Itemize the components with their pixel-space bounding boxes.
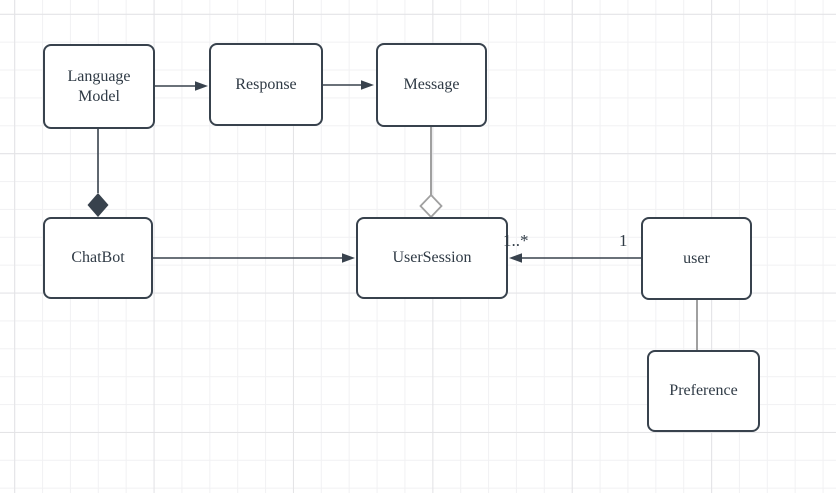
edge-message-usersession-aggregation[interactable]: [419, 127, 443, 219]
node-label: Response: [235, 75, 297, 93]
node-label: Language Model: [67, 67, 131, 105]
node-label: user: [683, 249, 710, 267]
edge-language-model-to-response[interactable]: [155, 81, 208, 91]
node-chatbot[interactable]: ChatBot: [43, 217, 153, 299]
multiplicity-label-source[interactable]: 1: [619, 231, 628, 250]
edge-chatbot-to-usersession[interactable]: [153, 253, 355, 263]
edge-response-to-message[interactable]: [323, 80, 374, 90]
node-message[interactable]: Message: [376, 43, 487, 127]
node-label: Preference: [669, 382, 738, 399]
edge-user-to-usersession[interactable]: [509, 253, 641, 263]
node-label: Message: [403, 76, 460, 93]
node-label: UserSession: [392, 249, 472, 266]
arrowhead-icon: [509, 253, 522, 263]
node-language-model[interactable]: Language Model: [43, 44, 155, 129]
arrowhead-icon: [361, 80, 374, 90]
multiplicity-label-target[interactable]: 1..*: [503, 231, 529, 250]
edge-language-model-chatbot-composition[interactable]: [87, 129, 109, 217]
arrowhead-icon: [342, 253, 355, 263]
filled-diamond-icon: [87, 193, 109, 217]
arrowhead-icon: [195, 81, 208, 91]
node-label: ChatBot: [71, 249, 125, 266]
node-preference[interactable]: Preference: [647, 350, 760, 432]
node-user[interactable]: user: [641, 217, 752, 300]
hollow-diamond-icon: [419, 193, 443, 219]
node-usersession[interactable]: UserSession: [356, 217, 508, 299]
node-response[interactable]: Response: [209, 43, 323, 126]
